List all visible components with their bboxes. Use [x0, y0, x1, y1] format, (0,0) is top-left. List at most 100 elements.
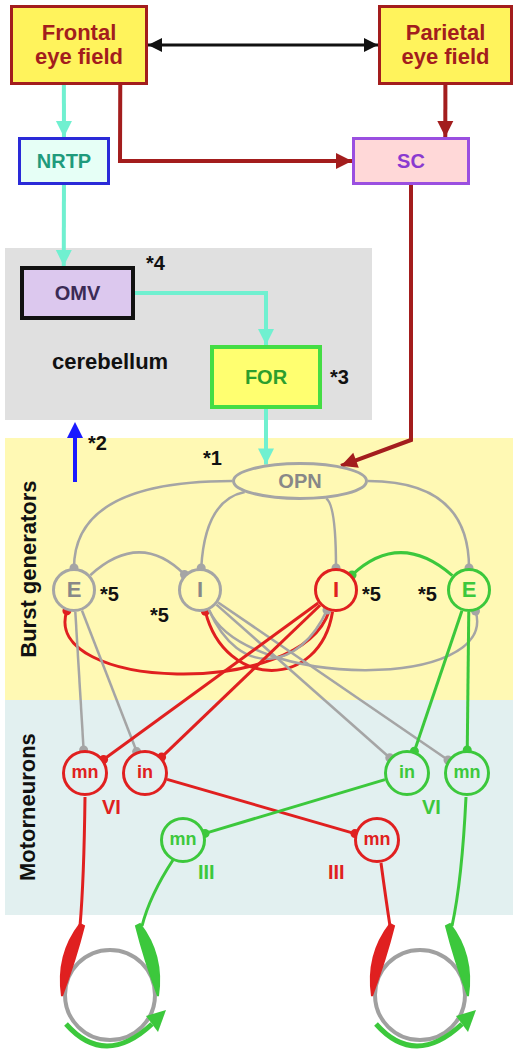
connector	[414, 611, 462, 751]
node-label: I	[197, 578, 203, 602]
nucleus-label: VI	[102, 796, 121, 818]
connector	[82, 611, 137, 752]
region-band: cerebellum OMV FOR	[5, 248, 372, 420]
neuron-circle: in	[122, 750, 168, 796]
nucleus-label: III	[328, 861, 345, 883]
motor-region	[5, 700, 513, 915]
node-label: E	[462, 578, 477, 602]
node-outline	[180, 570, 221, 611]
callout-number: *3	[330, 366, 349, 388]
node-outline	[124, 752, 167, 795]
rotation-arrow	[376, 1024, 462, 1046]
node-label: Parietal eye field	[394, 21, 498, 69]
connector	[120, 85, 352, 161]
node-label: E	[67, 578, 82, 602]
connector	[90, 552, 184, 575]
callout-number: *1	[203, 447, 222, 469]
neuron-circle: E	[52, 568, 96, 612]
connector	[467, 612, 469, 750]
connector	[135, 293, 266, 345]
nucleus-box: NRTP	[18, 137, 110, 185]
cortex-box: Parietal eye field	[378, 5, 513, 85]
region-label: Motorneurons	[16, 733, 40, 881]
neuron-circle: I	[314, 568, 358, 612]
neuron-circle: mnIII	[354, 817, 400, 863]
muscle	[136, 924, 159, 996]
burst-region	[5, 438, 513, 700]
node-outline	[446, 752, 489, 795]
connector	[341, 185, 411, 466]
eyeball	[65, 950, 155, 1040]
arrowhead	[56, 250, 72, 266]
input-arrow	[73, 436, 77, 482]
arrowhead	[336, 153, 352, 169]
rotation-arrow	[66, 1024, 152, 1046]
callout-number: *5	[362, 583, 381, 605]
node-label: in	[399, 763, 415, 783]
node-outline	[356, 819, 399, 862]
arrowhead	[258, 449, 274, 465]
node-outline	[54, 570, 95, 611]
node-label: in	[137, 763, 153, 783]
connector	[148, 44, 378, 47]
neuron-circle: in	[384, 750, 430, 796]
nerve	[80, 797, 85, 926]
muscle	[371, 924, 394, 996]
connector	[205, 780, 385, 834]
neuron-circle: mnIII	[160, 817, 206, 863]
callout-number: *5	[418, 583, 437, 605]
neuron-circle: mnVI	[62, 750, 108, 796]
connector	[209, 610, 477, 670]
node-outline	[234, 464, 367, 499]
node-label: mn	[72, 763, 99, 783]
callout-number: *4	[146, 252, 165, 274]
nerve	[381, 863, 390, 926]
node-label: mn	[170, 830, 197, 850]
nerve	[452, 797, 466, 926]
neuron-circle: E	[447, 568, 491, 612]
input-arrowhead	[67, 422, 83, 438]
node-label: mn	[364, 830, 391, 850]
arrowhead	[341, 453, 359, 468]
node-label: FOR	[245, 366, 287, 388]
rotation-arrowhead	[146, 1010, 166, 1032]
neuron-circle: mnVI	[444, 750, 490, 796]
region-label: cerebellum	[52, 350, 168, 374]
region-band: Burst generators OPN E I I E	[5, 438, 513, 700]
arrowhead	[148, 38, 162, 52]
connector	[65, 611, 329, 674]
eyeball	[375, 950, 465, 1040]
node-outline	[449, 570, 490, 611]
node-outline	[64, 752, 107, 795]
connector	[326, 499, 336, 568]
node-label: mn	[454, 763, 481, 783]
connector	[218, 602, 448, 760]
node-label: SC	[397, 150, 425, 172]
callout-number: *5	[100, 583, 119, 605]
connector	[201, 492, 244, 568]
node-label: NRTP	[37, 150, 91, 172]
rotation-arrowhead	[456, 1010, 476, 1032]
connector	[104, 603, 319, 759]
connector	[162, 605, 321, 757]
connector	[205, 611, 332, 670]
arrowhead	[437, 121, 453, 137]
arrowhead	[56, 121, 72, 137]
node-label: I	[333, 578, 339, 602]
region-band: MotorneuronsmnVIininmnVImnIIImnIII	[5, 700, 513, 915]
node-label: Frontal eye field	[27, 21, 131, 69]
muscle	[446, 924, 469, 996]
node-label: OPN	[278, 470, 321, 492]
node-outline	[162, 819, 205, 862]
cortex-box: Frontal eye field	[10, 5, 148, 85]
arrowhead	[258, 329, 274, 345]
nucleus-box: OMV	[20, 266, 135, 320]
callout-number: *2	[88, 432, 107, 454]
neuron-circle: I	[178, 568, 222, 612]
nucleus-label: VI	[422, 796, 441, 818]
muscle	[61, 924, 84, 996]
nucleus-box: FOR	[210, 345, 322, 409]
region-label: Burst generators	[16, 480, 40, 657]
connector	[352, 553, 452, 576]
